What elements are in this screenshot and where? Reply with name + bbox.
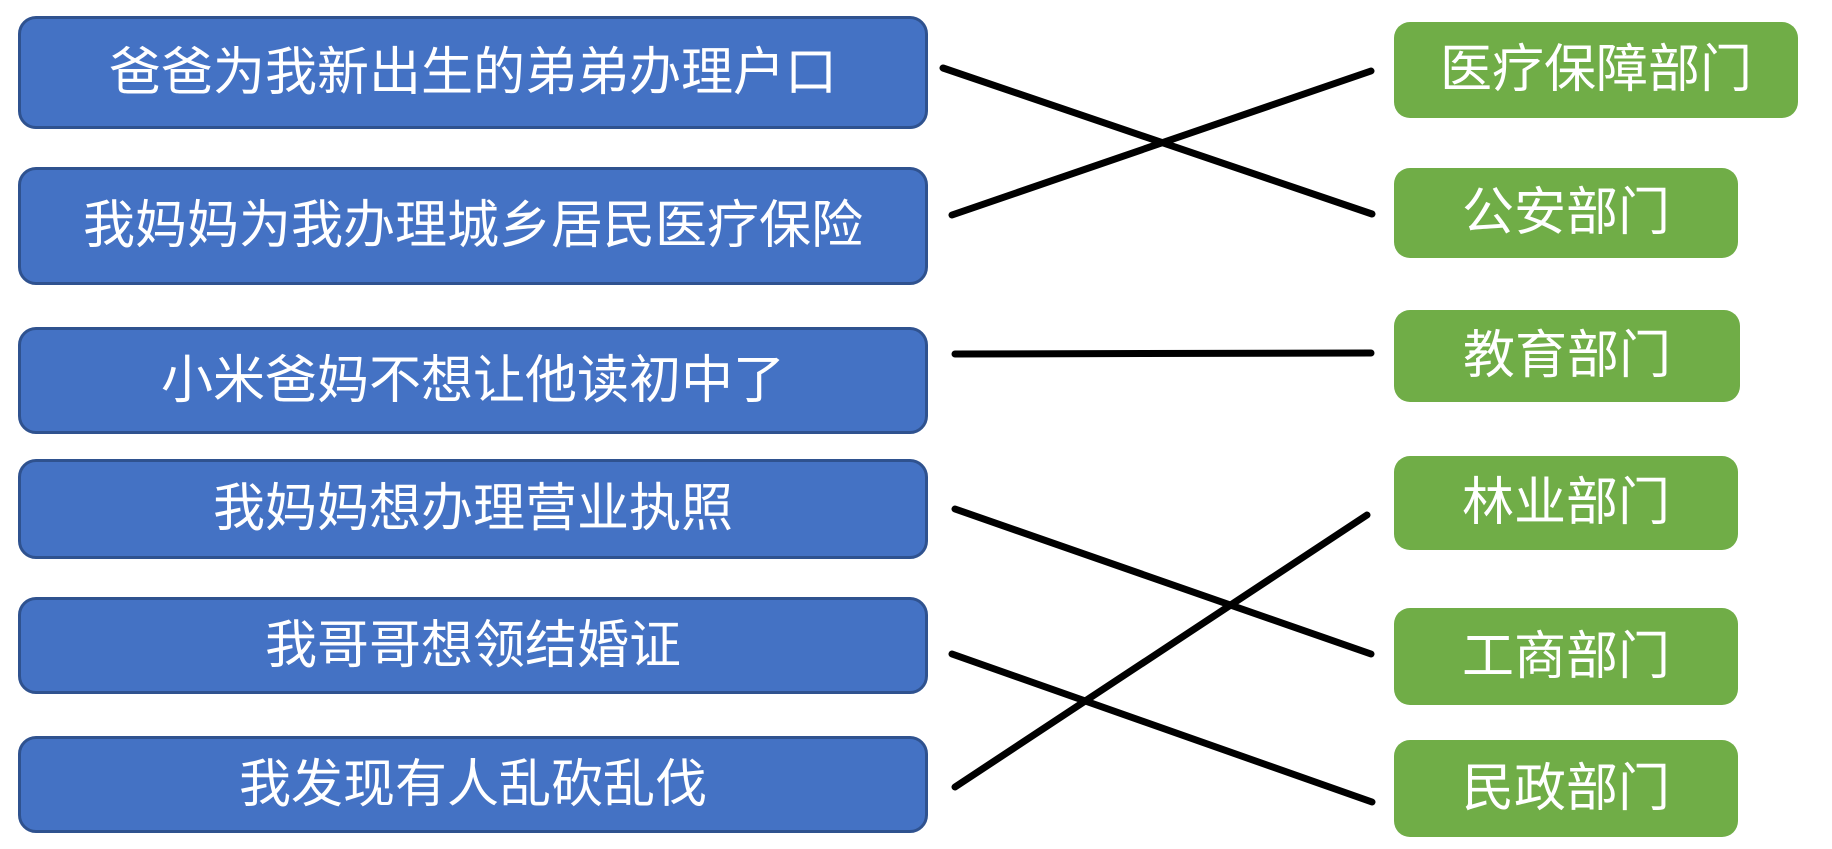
department-label: 林业部门 xyxy=(1461,474,1670,532)
scenario-box-marriage-certificate[interactable]: 我哥哥想领结婚证 xyxy=(18,597,928,694)
department-label: 民政部门 xyxy=(1461,759,1670,818)
scenario-label: 小米爸妈不想让他读初中了 xyxy=(160,351,785,410)
connector-line xyxy=(948,650,1376,806)
connector-line xyxy=(951,505,1375,658)
department-label: 公安部门 xyxy=(1461,184,1670,242)
scenario-box-illegal-logging[interactable]: 我发现有人乱砍乱伐 xyxy=(18,736,928,833)
connector-line xyxy=(948,67,1375,219)
scenario-box-junior-high[interactable]: 小米爸妈不想让他读初中了 xyxy=(18,327,928,434)
connector-line xyxy=(951,349,1375,358)
scenario-box-medical-insurance[interactable]: 我妈妈为我办理城乡居民医疗保险 xyxy=(18,167,928,285)
scenario-box-business-license[interactable]: 我妈妈想办理营业执照 xyxy=(18,459,928,559)
department-box-medical-security[interactable]: 医疗保障部门 xyxy=(1394,22,1798,118)
department-label: 工商部门 xyxy=(1461,627,1670,686)
scenario-label: 我哥哥想领结婚证 xyxy=(264,616,681,675)
department-box-industry-commerce[interactable]: 工商部门 xyxy=(1394,608,1738,705)
scenario-label: 我妈妈想办理营业执照 xyxy=(212,480,733,538)
department-label: 医疗保障部门 xyxy=(1439,41,1752,99)
department-box-civil-affairs[interactable]: 民政部门 xyxy=(1394,740,1738,837)
department-box-education[interactable]: 教育部门 xyxy=(1394,310,1740,402)
department-box-forestry[interactable]: 林业部门 xyxy=(1394,456,1738,550)
scenario-label: 我发现有人乱砍乱伐 xyxy=(238,755,707,814)
scenario-box-household-registration[interactable]: 爸爸为我新出生的弟弟办理户口 xyxy=(18,16,928,129)
department-label: 教育部门 xyxy=(1462,327,1671,385)
department-box-public-security[interactable]: 公安部门 xyxy=(1394,168,1738,258)
connector-line xyxy=(951,511,1371,791)
connector-line xyxy=(939,64,1376,218)
scenario-label: 爸爸为我新出生的弟弟办理户口 xyxy=(108,43,837,102)
scenario-label: 我妈妈为我办理城乡居民医疗保险 xyxy=(82,197,863,255)
